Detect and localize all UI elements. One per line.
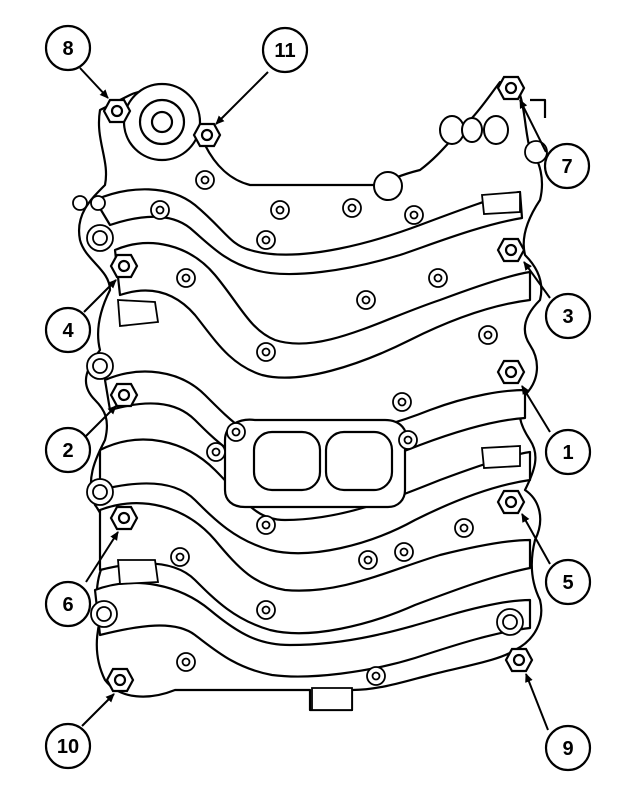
manifold-body <box>77 80 547 712</box>
leader-arrows <box>79 67 551 731</box>
callout-2: 2 <box>44 426 92 474</box>
callout-8: 8 <box>44 24 92 72</box>
callout-9: 9 <box>544 724 592 772</box>
hex-bolt-11 <box>192 122 222 148</box>
callout-label-3: 3 <box>562 306 573 328</box>
callout-7: 7 <box>543 142 591 190</box>
callout-label-9: 9 <box>562 738 573 760</box>
hex-bolt-3 <box>496 237 526 263</box>
callout-10: 10 <box>44 722 92 770</box>
callout-label-5: 5 <box>562 572 573 594</box>
callout-11: 11 <box>261 26 309 74</box>
callout-4: 4 <box>44 306 92 354</box>
callout-label-10: 10 <box>57 736 79 758</box>
callout-label-1: 1 <box>562 442 573 464</box>
callouts: 8 11 7 4 3 2 1 6 5 10 9 <box>44 24 592 772</box>
hex-bolt-8 <box>102 98 132 124</box>
studs <box>72 140 548 686</box>
hex-bolt-2 <box>109 382 139 408</box>
callout-6: 6 <box>44 580 92 628</box>
callout-label-7: 7 <box>561 156 572 178</box>
callout-3: 3 <box>544 292 592 340</box>
callout-label-8: 8 <box>62 38 73 60</box>
center-port <box>223 418 408 509</box>
hex-bolt-1 <box>496 359 526 385</box>
hex-bolt-5 <box>496 489 526 515</box>
callout-label-2: 2 <box>62 440 73 462</box>
hex-bolts <box>102 75 534 693</box>
hex-bolt-9 <box>504 647 534 673</box>
hex-bolt-4 <box>109 253 139 279</box>
side-tabs <box>117 191 521 711</box>
hex-bolt-7 <box>496 75 526 101</box>
callout-label-4: 4 <box>62 320 74 342</box>
sensor-fitting <box>373 115 509 201</box>
hex-bolt-6 <box>109 505 139 531</box>
callout-label-6: 6 <box>62 594 73 616</box>
top-boss <box>122 82 202 162</box>
callout-1: 1 <box>544 428 592 476</box>
callout-label-11: 11 <box>274 40 295 62</box>
hex-bolt-10 <box>105 667 135 693</box>
callout-5: 5 <box>544 558 592 606</box>
